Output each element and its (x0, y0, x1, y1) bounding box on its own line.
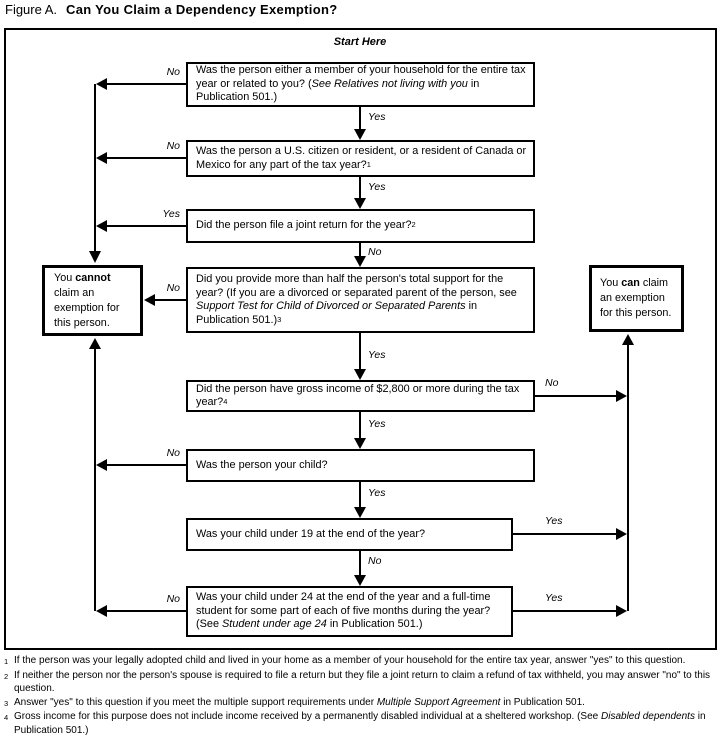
connector-lines (94, 83, 629, 612)
footnote-text: Answer "yes" to this question if you mee… (14, 696, 585, 708)
edge-label-q1-yes: Yes (368, 111, 386, 123)
figure-heading: Can You Claim a Dependency Exemption? (66, 2, 338, 17)
footnote-3: 3 Answer "yes" to this question if you m… (4, 696, 718, 711)
arrowhead-left (96, 78, 107, 90)
question-text: Did you provide more than half the perso… (196, 273, 517, 326)
question-box-your-child: Was the person your child? (186, 449, 535, 482)
arrowhead-left (96, 605, 107, 617)
question-box-under-19: Was your child under 19 at the end of th… (186, 518, 513, 551)
left-horizontal-connectors (107, 83, 186, 612)
arrowhead-left (96, 220, 107, 232)
flowchart-frame: Start Here Was the person either a membe… (4, 28, 717, 650)
start-here-label: Start Here (333, 36, 387, 48)
result-text-line: an exemption (600, 292, 665, 304)
result-box-cannot-claim: You cannot claim an exemption for this p… (42, 265, 143, 336)
footnote-marker: 2 (4, 671, 9, 681)
edge-label-q1-no: No (166, 66, 180, 78)
arrowhead-right (616, 390, 627, 402)
arrowhead-down (354, 256, 366, 267)
edge-label-q4-no: No (166, 282, 180, 294)
question-text: Was the person either a member of your h… (196, 64, 526, 104)
question-text: Was the person a U.S. citizen or residen… (196, 145, 527, 171)
arrowhead-right (616, 528, 627, 540)
question-box-under-24-student: Was your child under 24 at the end of th… (186, 586, 513, 637)
arrowhead-down (354, 129, 366, 140)
arrowhead-down (354, 507, 366, 518)
arrowhead-down (89, 251, 101, 263)
arrowhead-right (616, 605, 627, 617)
right-horizontal-connectors (513, 395, 616, 612)
footnote-ref: 2 (411, 220, 416, 230)
result-text-line: claim an (54, 286, 95, 299)
edge-label-q8-no: No (166, 593, 180, 605)
footnote-ref: 3 (277, 314, 282, 324)
arrowhead-down (354, 369, 366, 380)
edge-label-q3-yes: Yes (162, 208, 180, 220)
result-text-line: You cannot (54, 271, 111, 284)
question-text: Was your child under 24 at the end of th… (196, 591, 491, 631)
result-text-line: You can claim (600, 277, 669, 289)
edge-label-q6-yes: Yes (368, 487, 386, 499)
footnotes: 1 If the person was your legally adopted… (4, 654, 718, 737)
edge-label-q8-yes: Yes (545, 592, 563, 604)
footnote-text: If the person was your legally adopted c… (14, 655, 686, 666)
edge-label-q2-no: No (166, 140, 180, 152)
edge-label-q6-no: No (166, 447, 180, 459)
question-box-joint-return: Did the person file a joint return for t… (186, 209, 535, 243)
footnote-marker: 4 (4, 713, 9, 722)
result-text-line: exemption for (54, 301, 120, 314)
edge-label-q7-yes: Yes (545, 515, 563, 527)
edge-label-q7-no: No (368, 555, 382, 567)
footnote-text: Gross income for this purpose does not i… (14, 711, 706, 736)
arrowhead-down (354, 575, 366, 586)
edge-label-q4-yes: Yes (368, 349, 386, 361)
footnote-2: 2 If neither the person nor the person's… (4, 669, 718, 696)
arrowhead-up (89, 338, 101, 349)
footnote-marker: 1 (4, 657, 9, 666)
edge-label-q2-yes: Yes (368, 181, 386, 193)
result-box-can-claim: You can claim an exemption for this pers… (589, 265, 684, 332)
edge-label-q3-no: No (368, 246, 382, 258)
arrowhead-up (622, 334, 634, 345)
edge-label-q5-no: No (545, 377, 559, 389)
arrowhead-down (354, 438, 366, 449)
result-text-line: for this person. (600, 307, 672, 319)
figure-label: Figure A. (5, 2, 58, 17)
question-box-citizen-resident: Was the person a U.S. citizen or residen… (186, 140, 535, 177)
arrowheads (89, 78, 634, 617)
edge-label-q5-yes: Yes (368, 418, 386, 430)
figure-title: Figure A. Can You Claim a Dependency Exem… (5, 2, 337, 17)
arrowhead-left (144, 294, 155, 306)
footnote-text: If neither the person nor the person's s… (14, 669, 711, 695)
footnote-4: 4 Gross income for this purpose does not… (4, 710, 718, 737)
question-text: Did the person file a joint return for t… (196, 219, 416, 232)
question-text: Was the person your child? (196, 458, 328, 471)
flow-connectors (89, 78, 634, 617)
question-box-half-support: Did you provide more than half the perso… (186, 267, 535, 333)
question-text: Was your child under 19 at the end of th… (196, 527, 426, 540)
result-text-line: this person. (54, 316, 110, 329)
question-text: Did the person have gross income of $2,8… (196, 382, 520, 409)
question-box-gross-income: Did the person have gross income of $2,8… (186, 380, 535, 412)
footnote-ref: 4 (223, 397, 228, 406)
arrowhead-left (96, 459, 107, 471)
arrowhead-left (96, 152, 107, 164)
footnote-marker: 3 (4, 698, 9, 708)
question-box-household-member: Was the person either a member of your h… (186, 62, 535, 107)
footnote-1: 1 If the person was your legally adopted… (4, 654, 718, 669)
footnote-ref: 1 (366, 159, 371, 169)
arrowhead-down (354, 198, 366, 209)
